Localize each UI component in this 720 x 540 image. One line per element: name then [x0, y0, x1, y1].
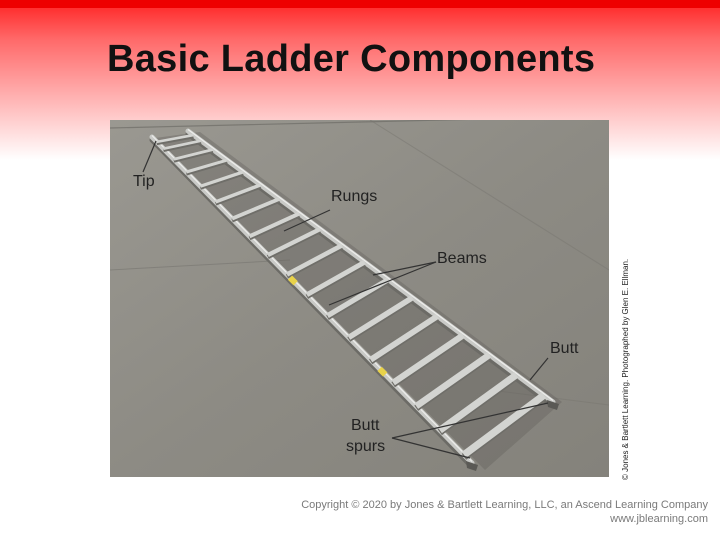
ladder-photo [110, 120, 609, 477]
ladder [149, 128, 559, 471]
label-butt-spurs-line2: spurs [346, 438, 386, 455]
label-butt-spurs-line1: Butt [351, 417, 380, 434]
rung-shadow [156, 135, 194, 146]
butt-spur [547, 400, 559, 410]
photo-credit: © Jones & Bartlett Learning. Photographe… [621, 258, 630, 480]
pavement-seam [110, 259, 291, 271]
pavement-seam [110, 120, 468, 129]
label-beams: Beams [437, 250, 487, 267]
rung [231, 197, 281, 221]
butt-spur [466, 461, 478, 471]
rung [369, 313, 440, 363]
rung [437, 371, 519, 434]
rungs-leader [283, 209, 331, 232]
butt-spurs-leader-2 [391, 402, 549, 439]
rung [156, 133, 194, 144]
beams-leader-1 [372, 261, 437, 276]
rung [461, 392, 547, 458]
slide-title: Basic Ladder Components [107, 38, 596, 80]
rung [414, 352, 492, 409]
rung-shadow [215, 185, 262, 206]
rung [215, 183, 262, 204]
rung [185, 158, 228, 174]
rung-shadow [163, 141, 202, 153]
rung-shadow [199, 172, 244, 190]
right-beam-shadow [185, 131, 556, 409]
rung-shadow [185, 160, 228, 176]
right-beam-highlight [187, 129, 554, 401]
label-tip: Tip [133, 173, 155, 190]
rung [391, 332, 465, 386]
rung [285, 243, 344, 277]
copyright-line: Copyright © 2020 by Jones & Bartlett Lea… [301, 499, 708, 511]
rung [199, 170, 244, 188]
website-line: www.jblearning.com [610, 513, 708, 525]
rung [163, 139, 202, 151]
beam-marker [287, 275, 298, 286]
label-rungs: Rungs [331, 188, 378, 205]
right-beam [185, 128, 556, 405]
tip-leader [142, 140, 157, 173]
rung [266, 227, 322, 257]
copyright-footer: Copyright © 2020 by Jones & Bartlett Lea… [301, 498, 708, 526]
beams-leader-2 [328, 261, 437, 306]
rung [173, 148, 214, 161]
rung [305, 260, 366, 297]
label-butt: Butt [550, 340, 579, 357]
pavement-seam [369, 120, 609, 271]
butt-spurs-leader-1 [391, 437, 471, 459]
rung [347, 295, 414, 340]
rung [248, 211, 301, 239]
beam-marker [377, 366, 388, 377]
butt-leader [529, 357, 549, 381]
ladder-illustration [110, 120, 609, 477]
rung-shadow [173, 150, 214, 163]
